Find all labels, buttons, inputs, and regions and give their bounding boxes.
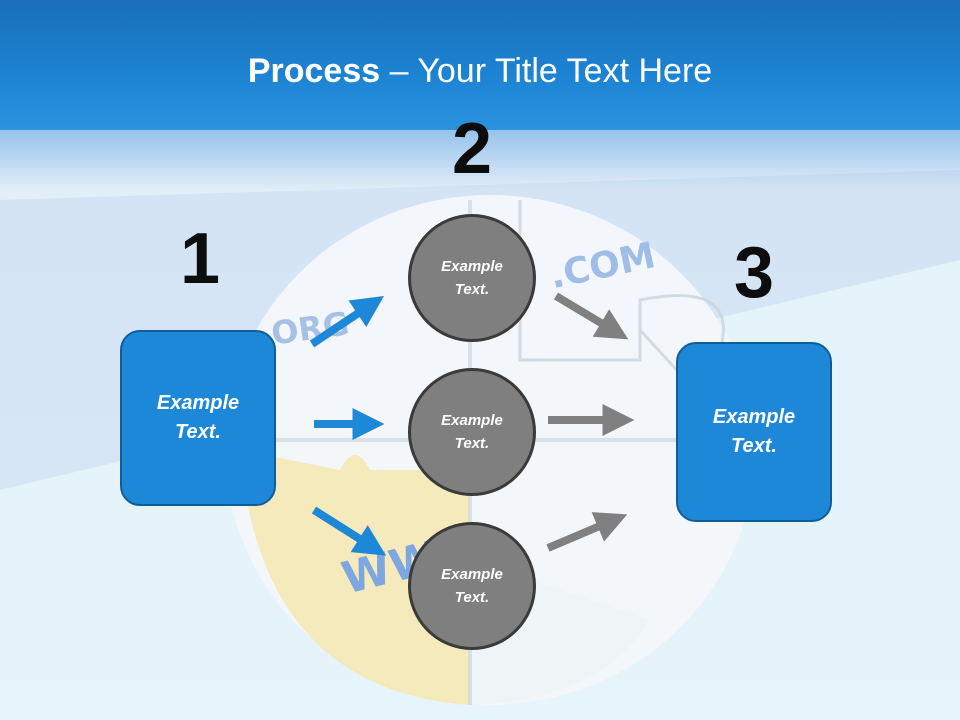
arrow-gray-down [553, 292, 629, 340]
arrow-blue-up [309, 296, 384, 348]
step-3-box-text: Example Text. [712, 406, 796, 457]
step-1-number: 1 [179, 219, 221, 299]
step-1-box[interactable]: Example Text. [120, 330, 276, 506]
arrow-gray-up [546, 512, 628, 552]
circle-top-text: Example Text. [441, 258, 503, 298]
title-rest: – Your Title Text Here [380, 52, 713, 90]
circle-bottom-text: Example Text. [441, 566, 503, 606]
step-2-circle-middle[interactable]: Example Text. [408, 368, 536, 496]
circle-middle-text: Example Text. [441, 412, 503, 452]
step-1-box-text: Example Text. [156, 392, 240, 443]
step-3-box[interactable]: Example Text. [676, 342, 832, 522]
step-2-circle-bottom[interactable]: Example Text. [408, 522, 536, 650]
arrow-blue-down [311, 506, 387, 556]
step-2-number: 2 [451, 109, 493, 189]
header-fade [0, 130, 960, 190]
header-bar [0, 0, 960, 130]
step-2-circle-top[interactable]: Example Text. [408, 214, 536, 342]
slide-title[interactable]: Process – Your Title Text Here [0, 52, 960, 91]
step-3-number: 3 [733, 233, 775, 313]
title-bold: Process [247, 52, 381, 90]
